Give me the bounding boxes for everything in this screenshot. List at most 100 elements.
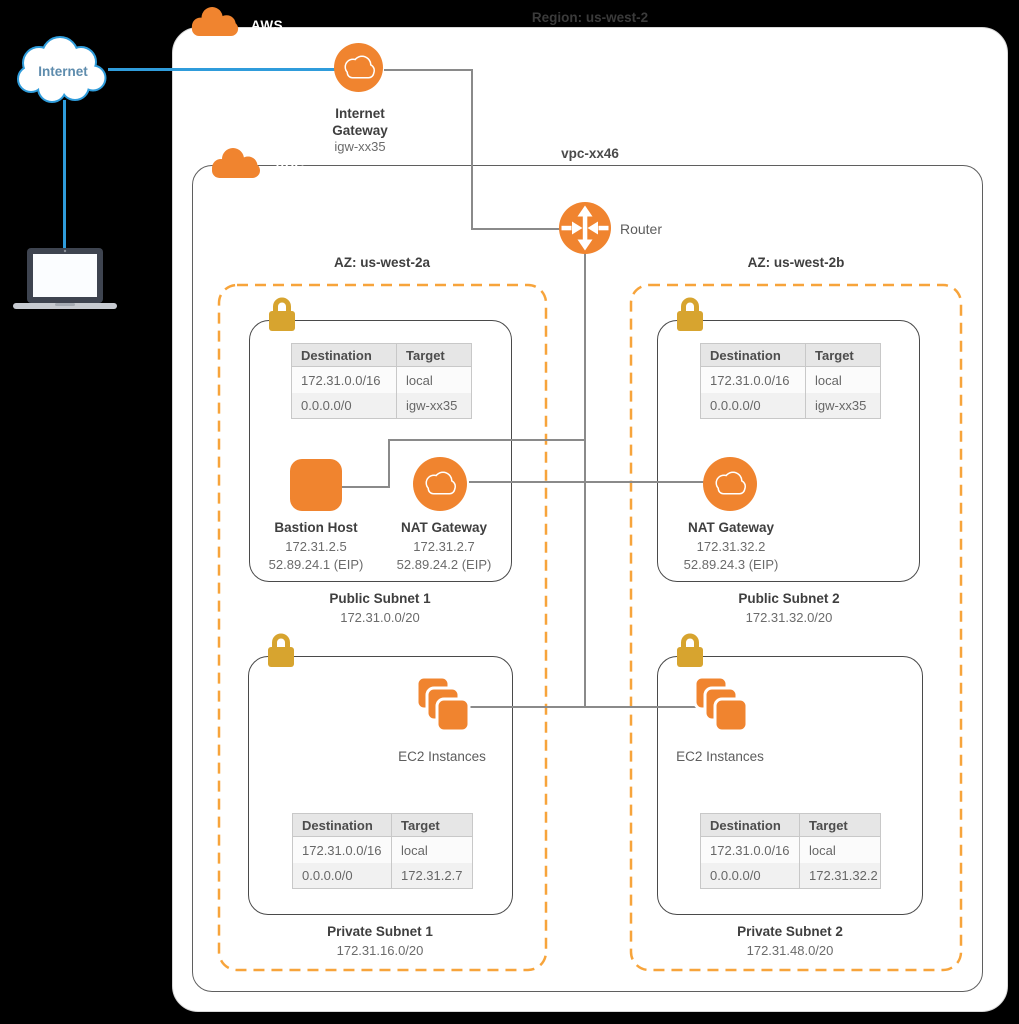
route-cell: 0.0.0.0/0 xyxy=(292,393,397,418)
igw-connector-line xyxy=(384,69,473,71)
az-b-boundary xyxy=(629,283,963,972)
nat-gateway-label: NAT Gateway xyxy=(687,520,775,535)
ec2-instances-label: EC2 Instances xyxy=(676,749,764,764)
route-cell: 172.31.0.0/16 xyxy=(701,837,800,863)
internet-cloud: Internet xyxy=(12,34,114,108)
internet-to-igw-line xyxy=(108,68,338,71)
laptop-icon xyxy=(13,248,117,309)
cloud-glyph xyxy=(425,471,456,495)
route-table: Destination Target 172.31.0.0/16 local 0… xyxy=(292,813,473,889)
bastion-host-icon xyxy=(290,459,342,511)
route-table-header-destination: Destination xyxy=(293,814,392,837)
bastion-host-labels: Bastion Host 172.31.2.5 52.89.24.1 (EIP) xyxy=(269,519,364,575)
router-trunk-line xyxy=(584,253,586,708)
region-label: Region: us-west-2 xyxy=(531,10,649,25)
bastion-connector-line xyxy=(388,439,390,488)
subnet-title: Private Subnet 2 xyxy=(737,924,843,939)
route-cell: 172.31.0.0/16 xyxy=(292,367,397,393)
nat-gateway-label: NAT Gateway xyxy=(400,520,488,535)
nat-gateway-labels: NAT Gateway 172.31.2.7 52.89.24.2 (EIP) xyxy=(397,519,492,575)
route-cell: 0.0.0.0/0 xyxy=(701,863,800,888)
igw-connector-line xyxy=(471,69,473,230)
route-table-header-target: Target xyxy=(397,344,471,367)
subnet-cidr: 172.31.0.0/20 xyxy=(340,609,420,625)
aws-badge: AWS xyxy=(189,6,283,37)
router-icon xyxy=(559,202,611,254)
subnet-cidr: 172.31.16.0/20 xyxy=(336,942,424,958)
cloud-glyph xyxy=(715,471,746,495)
route-cell: local xyxy=(392,837,472,863)
lock-icon xyxy=(268,633,294,667)
router-label: Router xyxy=(619,221,663,237)
subnet-cidr: 172.31.32.0/20 xyxy=(745,609,833,625)
route-cell: local xyxy=(800,837,880,863)
vpc-badge: VPC xyxy=(209,147,304,179)
route-table-header-destination: Destination xyxy=(701,344,806,367)
route-cell: local xyxy=(806,367,880,393)
internet-cloud-icon xyxy=(17,36,107,103)
public-subnet-1-title: Public Subnet 1 172.31.0.0/20 xyxy=(329,590,430,627)
ec2-instances-icon xyxy=(415,675,471,733)
bastion-connector-line xyxy=(342,486,390,488)
private-subnet-2-title: Private Subnet 2 172.31.48.0/20 xyxy=(737,923,843,960)
lock-icon xyxy=(677,297,703,331)
internet-gateway-icon xyxy=(334,43,383,92)
route-table: Destination Target 172.31.0.0/16 local 0… xyxy=(291,343,472,419)
ec2-instances-label: EC2 Instances xyxy=(398,749,486,764)
internet-gateway-name: Gateway xyxy=(332,122,388,138)
ec2-instances-icon xyxy=(693,675,749,733)
bastion-host-label: Bastion Host xyxy=(274,520,358,535)
route-table-header-target: Target xyxy=(800,814,880,837)
internet-to-laptop-line xyxy=(63,100,66,250)
vpc-badge-label: VPC xyxy=(275,160,305,175)
vpc-cloud-badge-icon xyxy=(212,148,260,178)
internet-gateway-name: Internet xyxy=(335,106,385,121)
ec2-to-ec2-line xyxy=(467,706,696,708)
subnet-cidr: 172.31.48.0/20 xyxy=(746,942,834,958)
az-b-label: AZ: us-west-2b xyxy=(747,255,845,270)
route-cell: 172.31.32.2 xyxy=(800,863,880,888)
subnet-title: Private Subnet 1 xyxy=(327,924,433,939)
route-table-header-target: Target xyxy=(806,344,880,367)
lock-icon xyxy=(677,633,703,667)
vpc-id-label: vpc-xx46 xyxy=(561,146,619,161)
aws-cloud-badge-icon xyxy=(191,7,239,36)
nat-gateway-labels: NAT Gateway 172.31.32.2 52.89.24.3 (EIP) xyxy=(684,519,779,575)
route-table-header-destination: Destination xyxy=(701,814,800,837)
nat-gateway-icon xyxy=(413,457,467,511)
subnet-title: Public Subnet 1 xyxy=(329,591,431,606)
route-cell: igw-xx35 xyxy=(397,393,471,418)
route-table-header-target: Target xyxy=(392,814,472,837)
route-cell: 172.31.2.7 xyxy=(392,863,472,888)
nat-gateway-eip: 52.89.24.3 (EIP) xyxy=(683,557,779,572)
route-cell: 0.0.0.0/0 xyxy=(701,393,806,418)
internet-gateway-labels: Internet Gateway igw-xx35 xyxy=(332,106,388,156)
route-cell: 172.31.0.0/16 xyxy=(701,367,806,393)
az-a-label: AZ: us-west-2a xyxy=(333,255,431,270)
lock-icon xyxy=(269,297,295,331)
route-table: Destination Target 172.31.0.0/16 local 0… xyxy=(700,343,881,419)
nat-gateway-ip: 172.31.2.7 xyxy=(413,538,475,554)
internet-gateway-id: igw-xx35 xyxy=(334,139,386,154)
bastion-host-ip: 172.31.2.5 xyxy=(285,538,347,554)
route-cell: 172.31.0.0/16 xyxy=(293,837,392,863)
private-subnet-1-title: Private Subnet 1 172.31.16.0/20 xyxy=(327,923,433,960)
cloud-glyph xyxy=(344,55,375,78)
nat-gateway-eip: 52.89.24.2 (EIP) xyxy=(396,557,492,572)
aws-badge-label: AWS xyxy=(250,18,284,33)
bastion-host-eip: 52.89.24.1 (EIP) xyxy=(268,557,364,572)
public-subnet-2-title: Public Subnet 2 172.31.32.0/20 xyxy=(738,590,839,627)
route-cell: local xyxy=(397,367,471,393)
bastion-to-router-line xyxy=(389,439,585,441)
route-cell: 0.0.0.0/0 xyxy=(293,863,392,888)
route-table-header-destination: Destination xyxy=(292,344,397,367)
route-cell: igw-xx35 xyxy=(806,393,880,418)
route-table: Destination Target 172.31.0.0/16 local 0… xyxy=(700,813,881,889)
igw-to-router-line xyxy=(471,228,562,230)
az-a-boundary xyxy=(217,283,548,972)
nat-to-nat-line xyxy=(469,481,706,483)
subnet-title: Public Subnet 2 xyxy=(738,591,840,606)
nat-gateway-ip: 172.31.32.2 xyxy=(696,538,766,554)
nat-gateway-icon xyxy=(703,457,757,511)
